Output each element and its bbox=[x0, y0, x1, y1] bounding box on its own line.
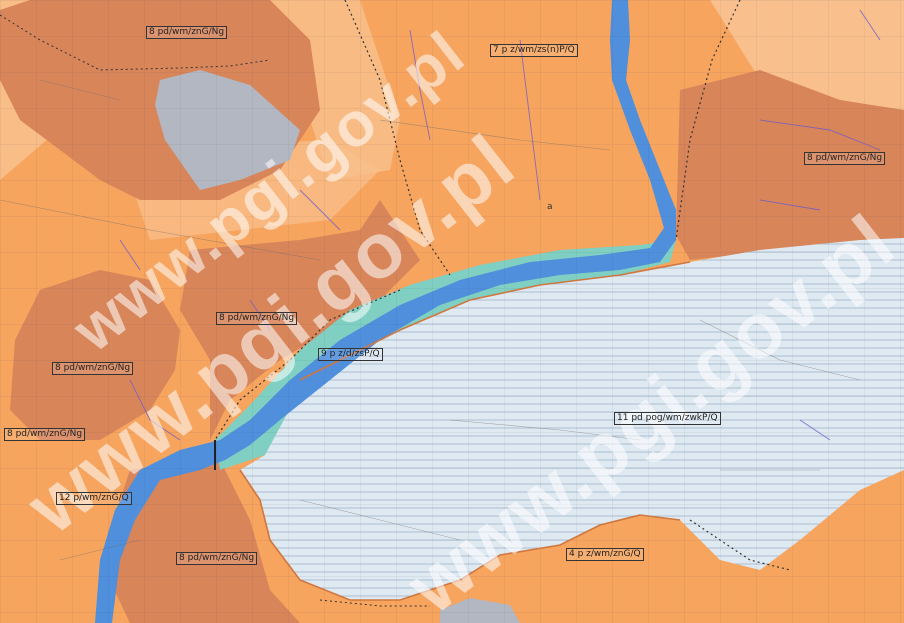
boundary-line-4 bbox=[0, 14, 271, 71]
unit-label: 8 pd/wm/znG/Ng bbox=[216, 312, 298, 325]
unit-label: 4 p z/wm/znG/Q bbox=[566, 548, 644, 561]
unit-label: 12 p/wm/znG/Q bbox=[56, 492, 132, 505]
unit-label: 7 p z/wm/zs(n)P/Q bbox=[490, 44, 578, 57]
unit-label: 8 pd/wm/znG/Ng bbox=[146, 26, 228, 39]
unit-label: 8 pd/wm/znG/Ng bbox=[804, 152, 886, 165]
map-letter: a bbox=[547, 202, 553, 212]
unit-label: 8 pd/wm/znG/Ng bbox=[4, 428, 86, 441]
unit-label: 11 pd pog/wm/zwkP/Q bbox=[614, 412, 721, 425]
contour-2 bbox=[239, 469, 681, 601]
boundary-line-3 bbox=[214, 289, 401, 441]
unit-label: 8 pd/wm/znG/Ng bbox=[52, 362, 134, 375]
unit-label: 8 pd/wm/znG/Ng bbox=[176, 552, 258, 565]
boundary-line-1 bbox=[344, 0, 451, 276]
boundary-line-6 bbox=[319, 599, 430, 607]
unit-label: 9 p z/d/zsP/Q bbox=[318, 348, 383, 361]
streams bbox=[119, 9, 881, 441]
roads bbox=[0, 79, 861, 561]
